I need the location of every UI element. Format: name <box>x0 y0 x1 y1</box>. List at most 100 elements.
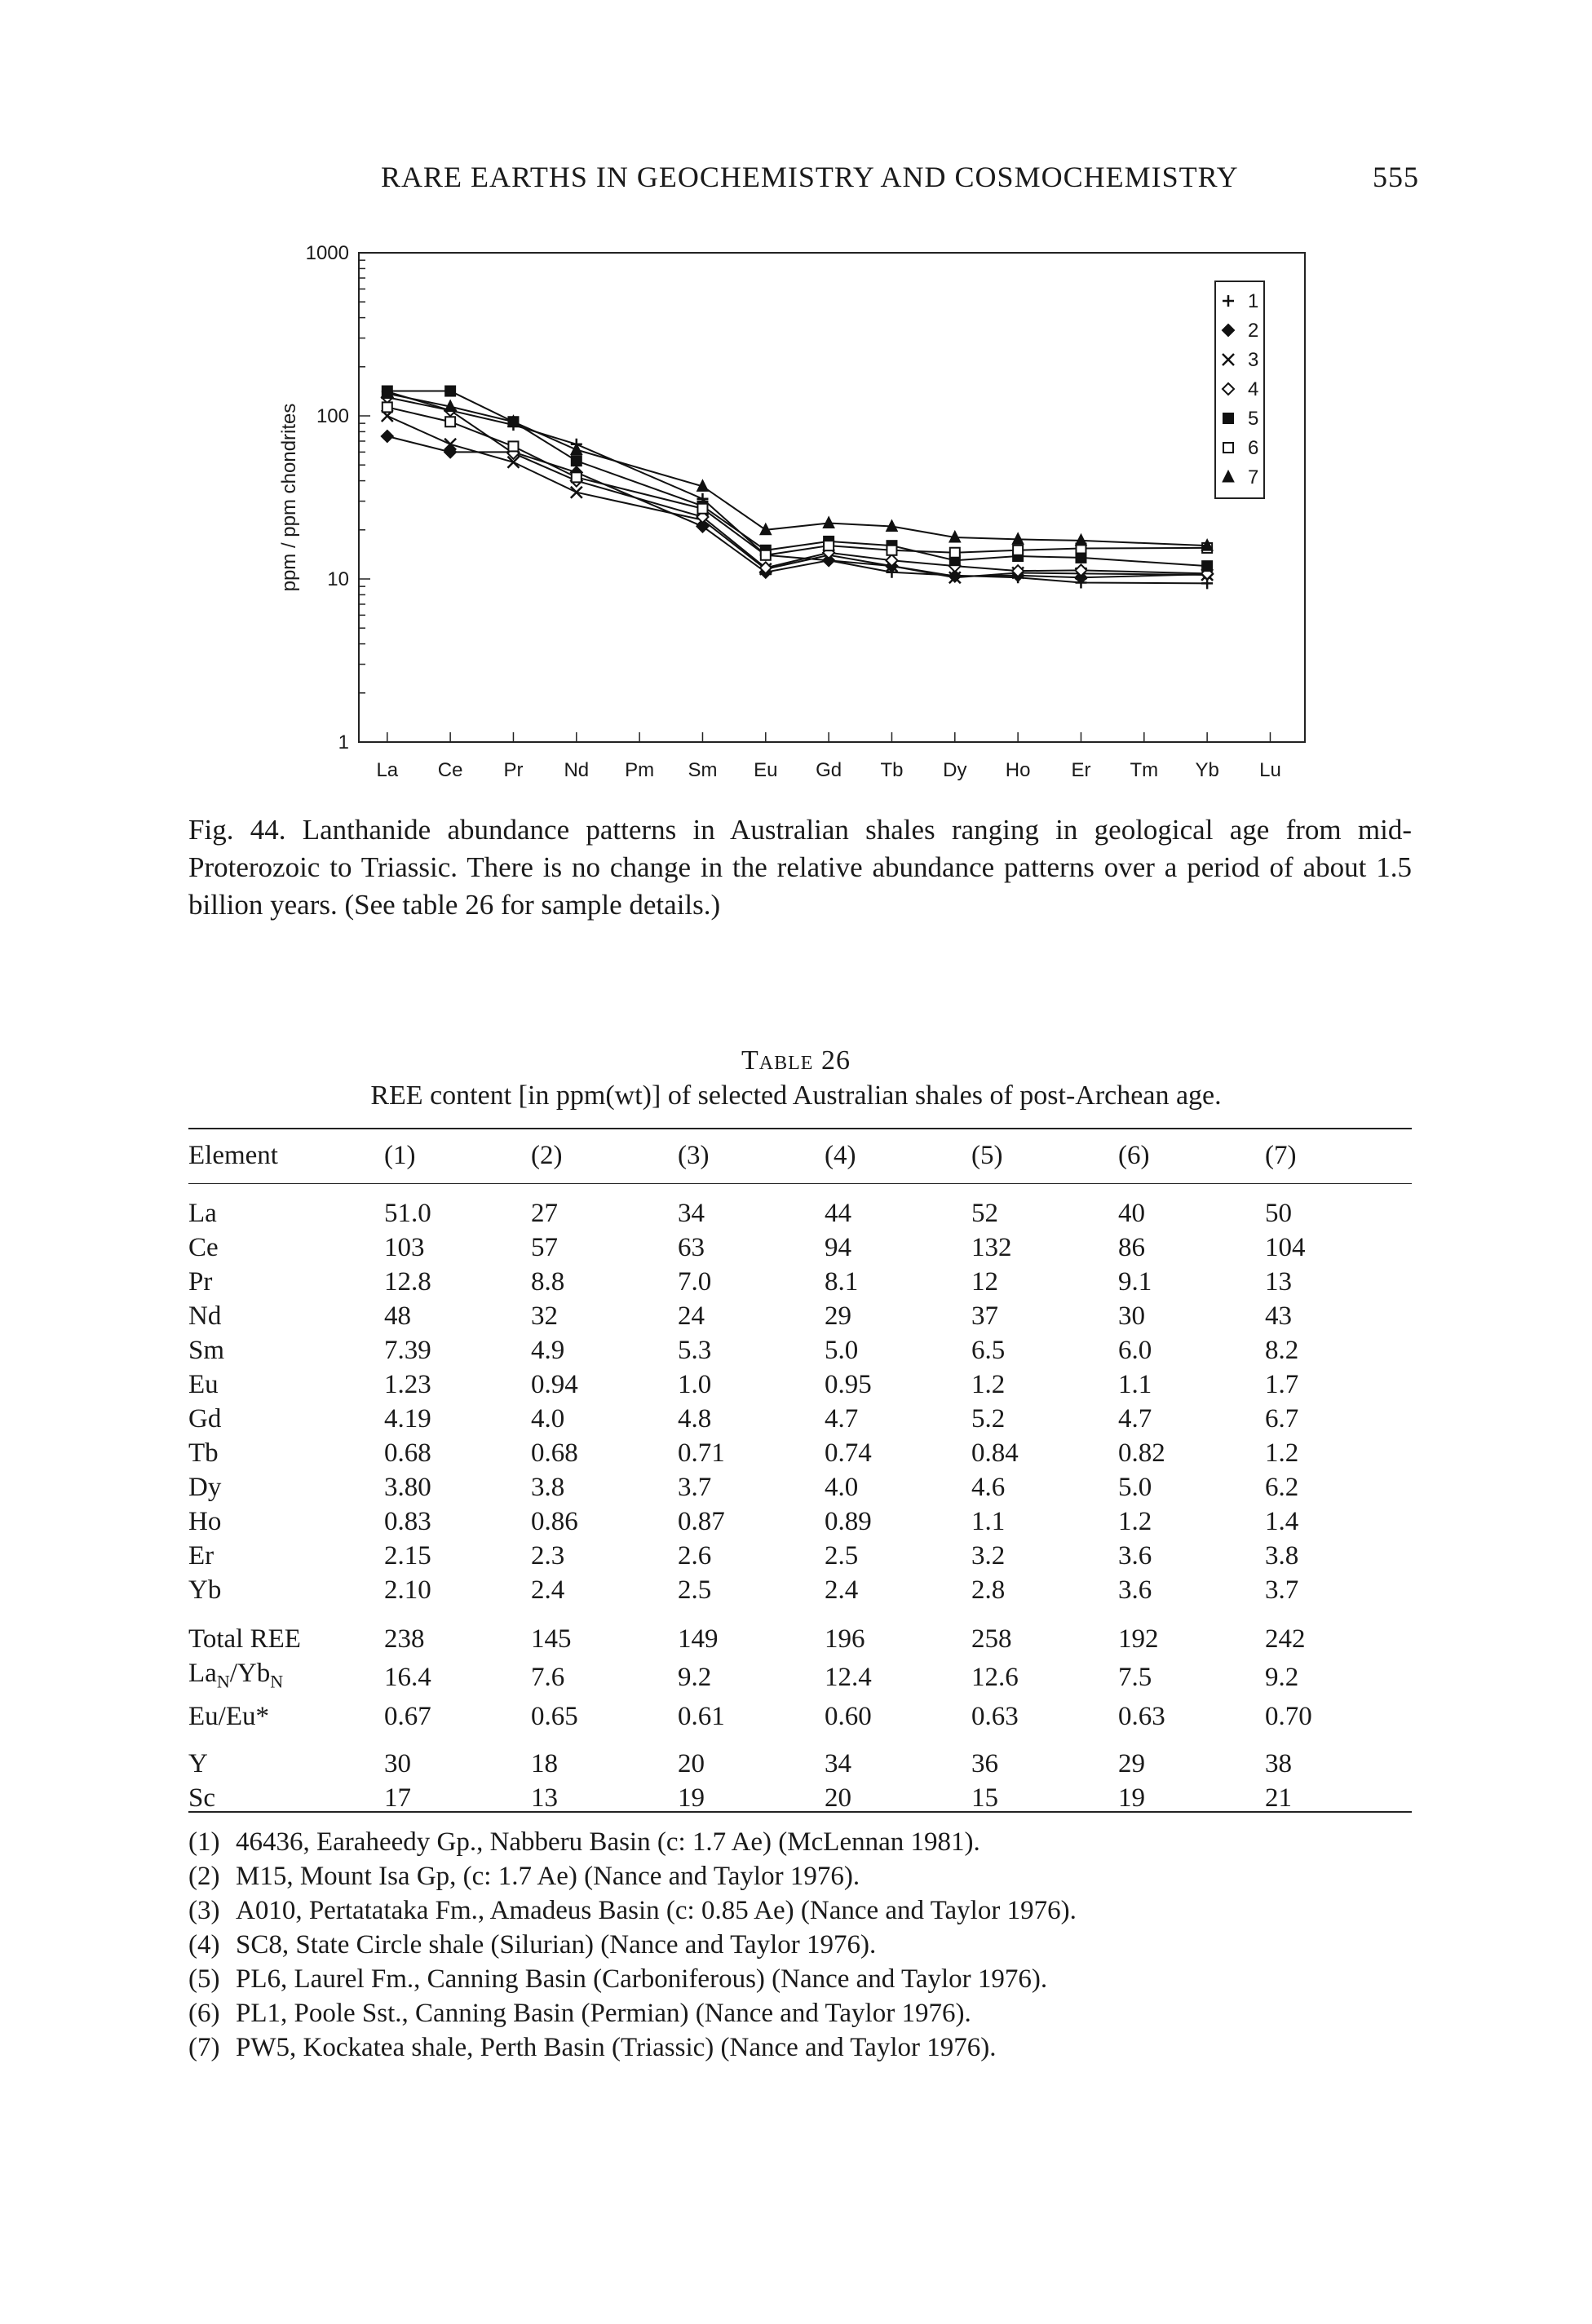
table-cell: 2.15 <box>384 1541 431 1571</box>
series-7-point <box>1011 532 1024 545</box>
table-cell: 34 <box>678 1199 705 1228</box>
running-head-title: RARE EARTHS IN GEOCHEMISTRY AND COSMOCHE… <box>381 161 1239 193</box>
table-cell: 1.2 <box>971 1370 1006 1399</box>
legend-label-6: 6 <box>1248 437 1258 459</box>
table-note: (3)A010, Pertatataka Fm., Amadeus Basin … <box>188 1893 1412 1928</box>
table-cell: 0.87 <box>678 1507 725 1536</box>
table-cell: 12.4 <box>825 1663 872 1693</box>
note-marker: (5) <box>188 1964 220 1994</box>
series-3-point <box>506 455 520 469</box>
table-cell: 0.82 <box>1118 1438 1165 1468</box>
x-tick-label: Gd <box>816 759 842 781</box>
table-cell: 2.4 <box>825 1575 859 1605</box>
series-line-1 <box>387 391 1208 585</box>
spacer-row <box>188 1182 1412 1196</box>
table-cell: 20 <box>678 1748 705 1778</box>
page-number: 555 <box>1373 161 1419 193</box>
table-cell: 0.95 <box>825 1370 872 1399</box>
table-cell: 0.84 <box>971 1438 1019 1468</box>
series-line-5 <box>387 390 1208 568</box>
table-bottom-rule <box>188 1811 1412 1813</box>
row-label: LaN/YbN <box>188 1659 284 1692</box>
table-cell: 20 <box>825 1783 851 1813</box>
legend-marker-4 <box>1221 382 1236 396</box>
row-label: La <box>188 1199 217 1228</box>
column-header: (7) <box>1265 1141 1297 1170</box>
table-cell: 50 <box>1265 1199 1292 1228</box>
series-6-point <box>381 401 393 413</box>
note-marker: (7) <box>188 2033 220 2062</box>
x-tick-label: Pr <box>503 759 523 781</box>
table-cell: 27 <box>531 1199 558 1228</box>
row-label: Y <box>188 1748 208 1778</box>
table-cell: 44 <box>825 1199 851 1228</box>
table-cell: 24 <box>678 1301 705 1331</box>
row-label: Er <box>188 1541 214 1571</box>
table-cell: 34 <box>825 1748 851 1778</box>
row-label: Ho <box>188 1507 222 1536</box>
table-cell: 4.6 <box>971 1473 1006 1502</box>
table-cell: 0.68 <box>384 1438 431 1468</box>
series-7-point <box>569 442 583 456</box>
table-cell: 7.6 <box>531 1663 565 1693</box>
column-header-element: Element <box>188 1141 278 1170</box>
table-cell: 43 <box>1265 1301 1292 1331</box>
row-label: Sc <box>188 1783 215 1813</box>
table-cell: 9.2 <box>678 1663 712 1693</box>
legend-label-3: 3 <box>1248 349 1258 371</box>
table-cell: 5.0 <box>1118 1473 1152 1502</box>
column-header: (5) <box>971 1141 1003 1170</box>
table-cell: 1.0 <box>678 1370 712 1399</box>
table-cell: 15 <box>971 1783 998 1813</box>
note-text: 46436, Earaheedy Gp., Nabberu Basin (c: … <box>236 1827 980 1857</box>
table-cell: 196 <box>825 1624 865 1654</box>
column-header: (3) <box>678 1141 710 1170</box>
table-top-rule <box>188 1128 1412 1129</box>
series-6-point <box>1012 544 1024 556</box>
series-4-point <box>885 553 899 568</box>
table-cell: 38 <box>1265 1748 1292 1778</box>
table-cell: 0.65 <box>531 1701 578 1731</box>
table-cell: 4.7 <box>1118 1404 1152 1434</box>
series-line-4 <box>387 396 1208 575</box>
column-header: (2) <box>531 1141 563 1170</box>
legend-marker-3 <box>1222 353 1235 366</box>
table-cell: 40 <box>1118 1199 1145 1228</box>
legend-label-2: 2 <box>1248 320 1258 342</box>
row-label: Total REE <box>188 1624 301 1654</box>
table-cell: 0.60 <box>825 1701 872 1731</box>
x-tick-label: La <box>376 759 398 781</box>
table-cell: 2.8 <box>971 1575 1006 1605</box>
series-6-point <box>570 471 582 484</box>
table-cell: 0.94 <box>531 1370 578 1399</box>
table-cell: 238 <box>384 1624 425 1654</box>
legend-label-4: 4 <box>1248 378 1258 400</box>
series-5-point <box>444 385 457 397</box>
table-note: (2)M15, Mount Isa Gp, (c: 1.7 Ae) (Nance… <box>188 1859 1412 1893</box>
table-cell: 3.6 <box>1118 1575 1152 1605</box>
note-text: PL1, Poole Sst., Canning Basin (Permian)… <box>236 1999 971 2028</box>
table-cell: 37 <box>971 1301 998 1331</box>
table-cell: 7.0 <box>678 1267 712 1297</box>
series-line-6 <box>387 406 1208 556</box>
table-cell: 7.5 <box>1118 1663 1152 1693</box>
table-cell: 51.0 <box>384 1199 431 1228</box>
table-cell: 0.63 <box>971 1701 1019 1731</box>
table-cell: 3.8 <box>1265 1541 1299 1571</box>
table-cell: 1.4 <box>1265 1507 1299 1536</box>
row-label: Pr <box>188 1267 213 1297</box>
series-7-point <box>885 519 899 532</box>
table-cell: 13 <box>1265 1267 1292 1297</box>
table-cell: 0.61 <box>678 1701 725 1731</box>
legend-marker-6 <box>1223 442 1234 453</box>
table-cell: 0.74 <box>825 1438 872 1468</box>
